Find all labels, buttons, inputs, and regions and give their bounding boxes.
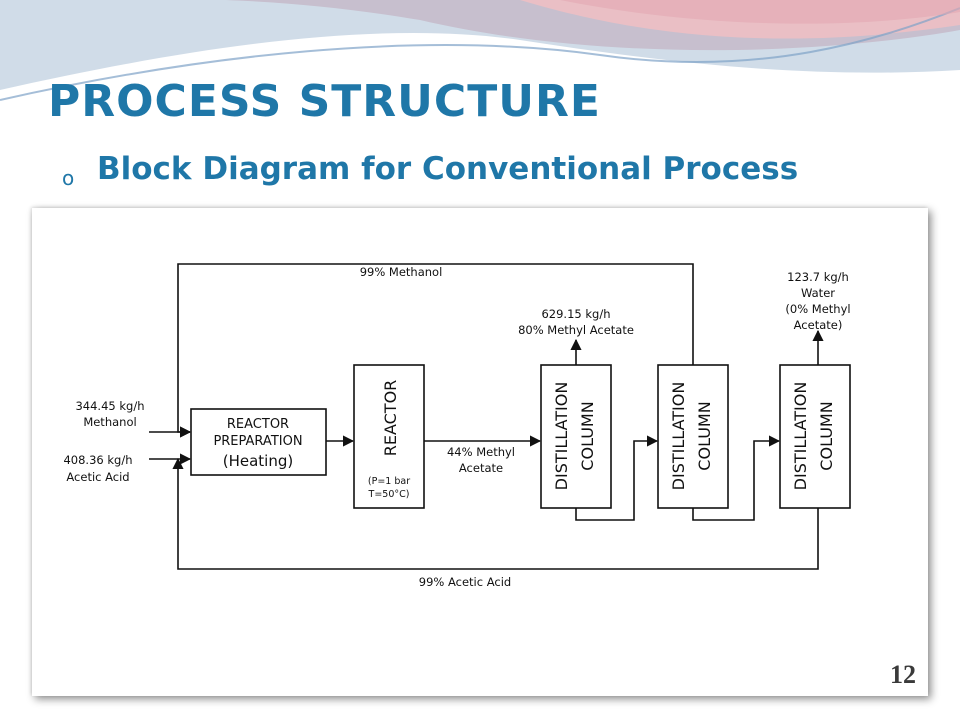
- page-title: PROCESS STRUCTURE: [48, 76, 601, 127]
- reactor-label: REACTOR: [381, 380, 400, 457]
- methanol-recycle-line: [177, 263, 694, 438]
- column1-label-1: DISTILLATION: [552, 382, 571, 491]
- column1-to-column2-line: [575, 435, 659, 521]
- acid-feed-name: Acetic Acid: [66, 470, 129, 484]
- water-product-note-1: (0% Methyl: [785, 302, 850, 316]
- methanol-feed-name: Methanol: [83, 415, 136, 429]
- methanol-recycle-label: 99% Methanol: [360, 265, 443, 279]
- methanol-feed-rate: 344.45 kg/h: [75, 399, 144, 413]
- reactor-prep-label-1: REACTOR: [227, 417, 289, 432]
- top-product-rate: 629.15 kg/h: [541, 307, 610, 321]
- reactor-box: [353, 364, 425, 509]
- header-wave-pink-2: [560, 0, 960, 24]
- slide-number: 12: [890, 660, 916, 689]
- reactor-outlet-label-2: Acetate: [459, 461, 503, 475]
- reactor-prep-label-2: PREPARATION: [213, 434, 302, 449]
- top-product-composition: 80% Methyl Acetate: [518, 323, 634, 337]
- reactor-preparation-box: [190, 408, 327, 476]
- diagram-panel: REACTOR PREPARATION (Heating) REACTOR (P…: [32, 208, 928, 696]
- acid-recycle-line: [172, 457, 819, 570]
- column2-label-2: COLUMN: [695, 401, 714, 470]
- reactor-condition-1: (P=1 bar: [368, 476, 410, 487]
- column3-label-1: DISTILLATION: [791, 382, 810, 491]
- water-product-rate: 123.7 kg/h: [787, 270, 849, 284]
- reactor-condition-2: T=50°C): [368, 489, 410, 500]
- acid-recycle-label: 99% Acetic Acid: [419, 575, 511, 589]
- header-wave-blue: [0, 0, 960, 90]
- column3-label-2: COLUMN: [817, 401, 836, 470]
- reactor-outlet-label-1: 44% Methyl: [447, 445, 515, 459]
- process-block-diagram: REACTOR PREPARATION (Heating) REACTOR (P…: [63, 263, 851, 589]
- water-product-note-2: Acetate): [794, 318, 843, 332]
- water-product-name: Water: [801, 286, 835, 300]
- column2-to-column3-line: [692, 435, 781, 521]
- reactor-prep-sub-label: (Heating): [223, 452, 293, 470]
- bullet-marker: o: [62, 166, 75, 190]
- column2-label-1: DISTILLATION: [669, 382, 688, 491]
- bullet-text: Block Diagram for Conventional Process: [97, 151, 799, 187]
- header-wave-line: [0, 7, 960, 101]
- acid-feed-rate: 408.36 kg/h: [63, 453, 132, 467]
- column1-label-2: COLUMN: [578, 401, 597, 470]
